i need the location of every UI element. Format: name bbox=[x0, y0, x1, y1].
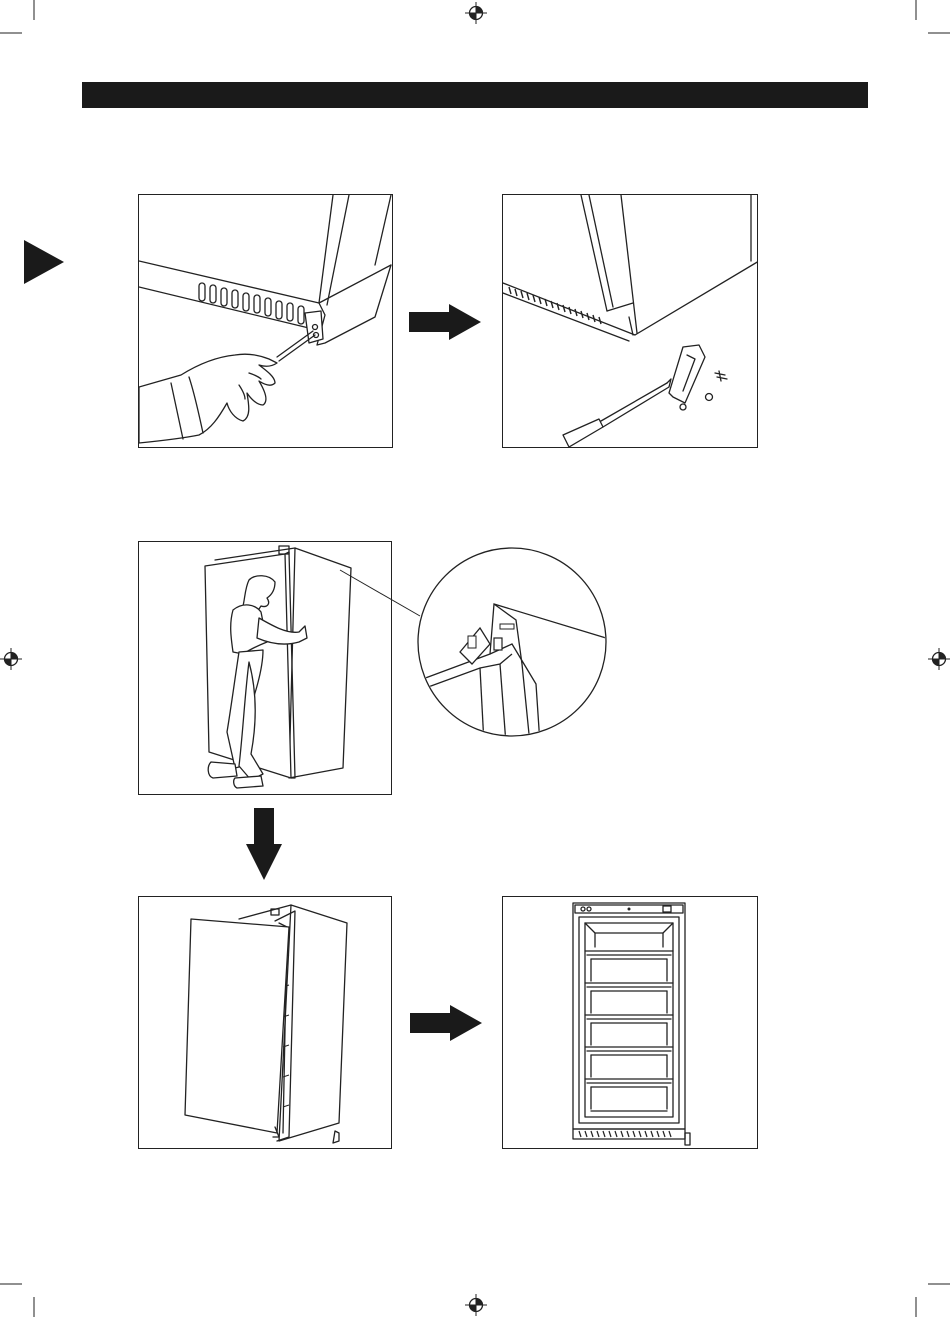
detail-zoom-circle bbox=[418, 548, 606, 744]
registration-mark-icon bbox=[928, 648, 950, 670]
arrow-right-icon bbox=[410, 1005, 484, 1041]
triangle-pointer-icon bbox=[24, 240, 66, 284]
section-header-bar bbox=[82, 82, 868, 108]
registration-mark-icon bbox=[0, 648, 22, 670]
step-4-panel bbox=[138, 896, 392, 1149]
registration-mark-icon bbox=[465, 1294, 487, 1316]
registration-mark-icon bbox=[465, 2, 487, 24]
step-4-illustration bbox=[139, 897, 392, 1149]
step-1-panel bbox=[138, 194, 393, 448]
arrow-down-icon bbox=[245, 808, 283, 882]
step-5-panel bbox=[502, 896, 758, 1149]
step-2-illustration bbox=[503, 195, 758, 448]
arrow-right-icon bbox=[409, 304, 483, 340]
step-2-panel bbox=[502, 194, 758, 448]
step-1-illustration bbox=[139, 195, 393, 448]
step-5-illustration bbox=[503, 897, 758, 1149]
detail-zoom bbox=[340, 544, 540, 744]
